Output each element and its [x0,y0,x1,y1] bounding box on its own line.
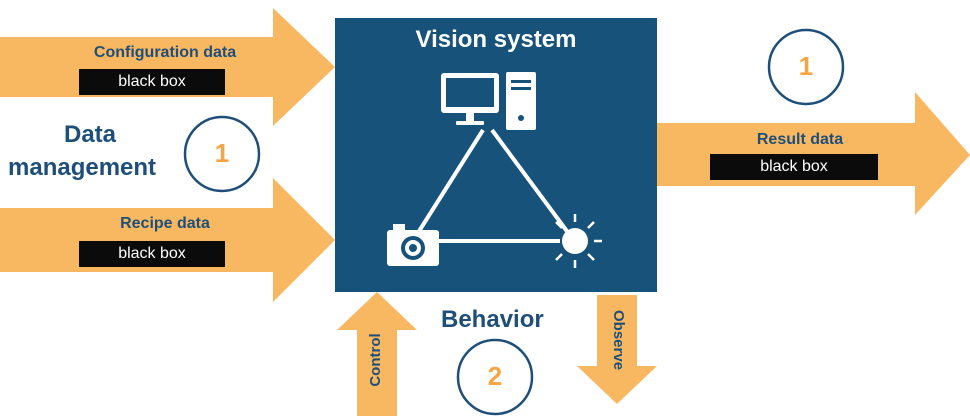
recipe-data-arrow [0,178,335,302]
behavior-title: Behavior [441,306,544,333]
connection-triangle [414,128,574,243]
observe-label: Observe [610,310,627,371]
control-arrow [337,292,417,416]
result-number-ring [767,28,845,106]
monitor-icon [441,73,499,125]
data-management-number: 1 [214,138,230,168]
result-data-label: Result data [756,131,844,148]
observe-arrow [577,295,657,404]
result-data-arrow [656,92,970,215]
computer-tower-icon [506,72,536,130]
data-management-title-line2: management [8,154,157,181]
configuration-data-label: Configuration data [93,44,237,61]
camera-icon [387,224,439,266]
result-black-box: black box [710,154,878,180]
recipe-data-label: Recipe data [120,215,210,232]
behavior-number: 2 [487,361,503,391]
vision-system-box [335,18,657,292]
vision-system-title: Vision system [415,26,577,53]
configuration-black-box: black box [79,69,225,95]
data-management-title-line1: Data [64,121,117,148]
control-label: Control [367,333,384,387]
recipe-black-box: black box [79,241,225,267]
light-icon [548,214,602,268]
configuration-data-arrow [0,8,335,126]
result-number: 1 [798,51,814,81]
data-management-number-ring [183,115,261,193]
behavior-number-ring [456,338,534,416]
